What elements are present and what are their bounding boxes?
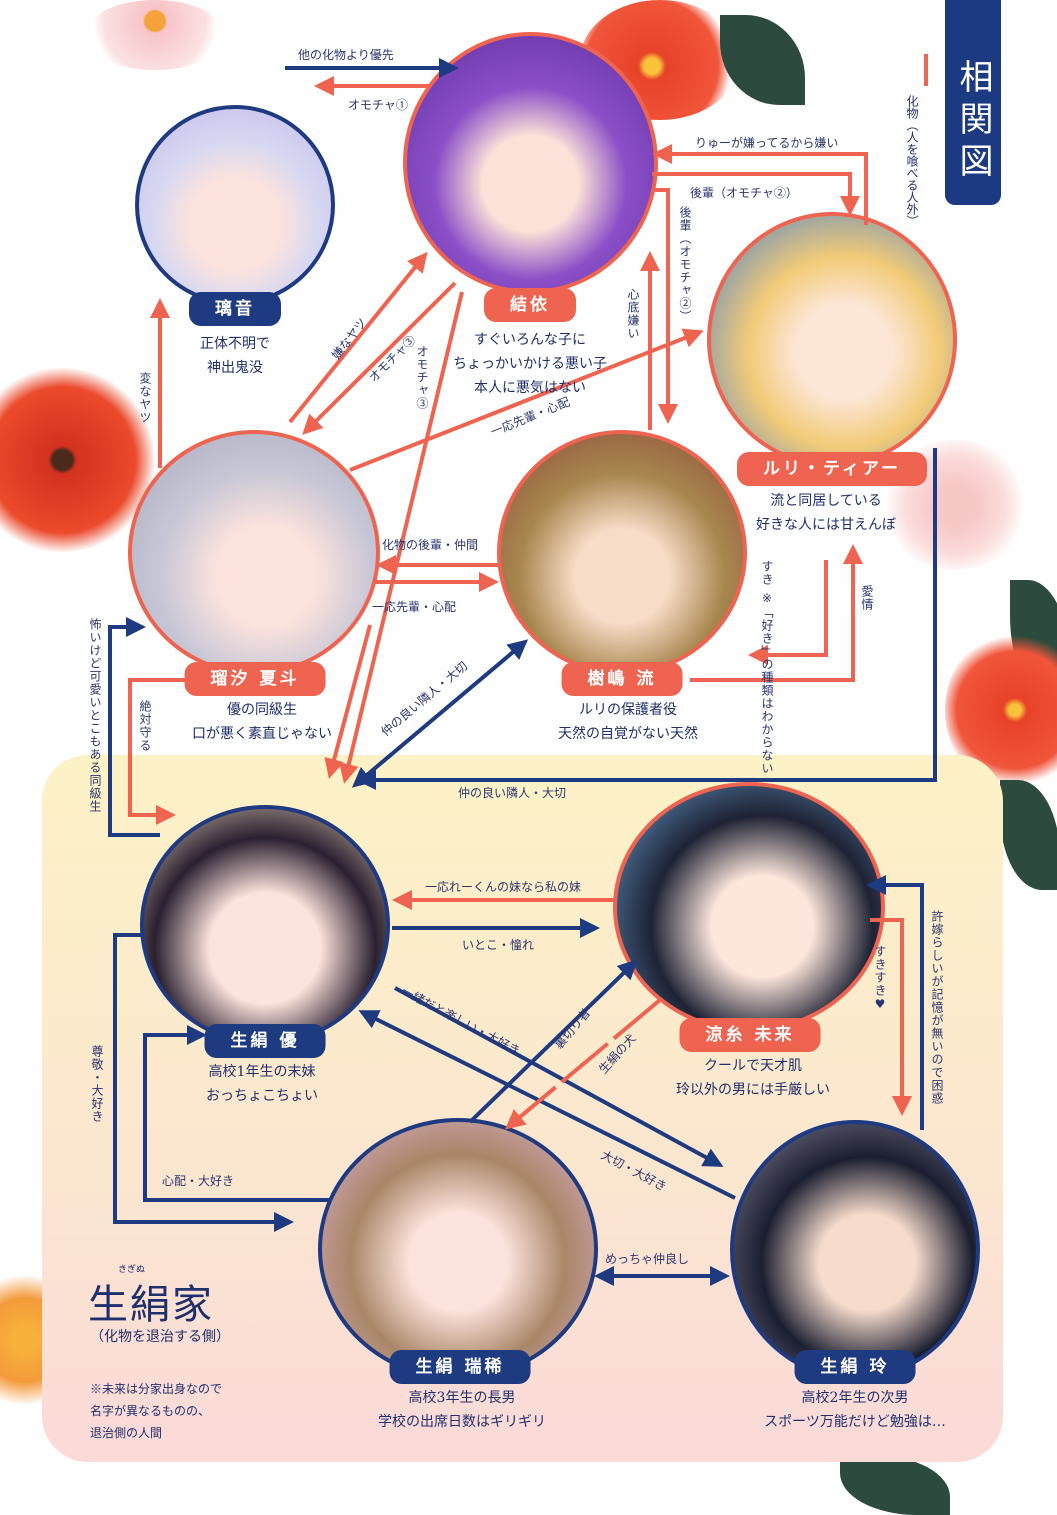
relation-label: 一応先輩・心配: [372, 600, 457, 614]
relation-label: 許嫁らしいが記憶が無いので困惑: [930, 910, 944, 1105]
portrait-rei: [730, 1120, 980, 1380]
family-name-ruby: きぎぬ: [118, 1265, 146, 1275]
arrow-yui-to-ryu: [655, 188, 678, 424]
desc-rei: 高校2年生の次男スポーツ万能だけど勉強は…: [764, 1390, 946, 1430]
relation-label: すき ※「好き」の種類はわからない: [760, 560, 774, 775]
arrow-ryu-yu-mutual: [351, 639, 529, 788]
arrow-ryu-to-ruri: [690, 544, 863, 682]
relation-label: 後輩（オモチャ②）: [690, 186, 798, 200]
arrow-natsuto-protect-yu: [128, 678, 205, 825]
relation-label: りゅーが嫌ってるから嫌い: [695, 136, 839, 150]
family-subtitle: （化物を退治する側）: [90, 1329, 230, 1345]
arrow-yu-to-natsuto: [108, 617, 160, 837]
name-badge-miku: 涼糸 未来: [679, 1018, 821, 1052]
name-badge-ruri: ルリ・ティアー: [737, 452, 927, 486]
name-badge-ryu: 樹嶋 流: [561, 662, 683, 696]
relation-label: 心配・大好き: [162, 1174, 235, 1188]
arrow-miku-to-mizuki: [504, 998, 662, 1130]
relation-label: 絶対守る: [138, 700, 152, 752]
desc-ruri: 流と同居している好きな人には甘えんぼ: [756, 493, 896, 533]
desc-yui: すぐいろんな子にちょっかいかける悪い子本人に悪気はない: [453, 332, 607, 396]
desc-mizuki: 高校3年生の長男学校の出席日数はギリギリ: [378, 1390, 546, 1430]
hibiscus-red-left-decoration: [0, 365, 155, 555]
name-badge-yu: 生絹 優: [204, 1024, 326, 1058]
family-note: ※未来は分家出身なので名字が異なるものの、退治側の人間: [90, 1382, 223, 1440]
desc-ryu: ルリの保護者役天然の自覚がない天然: [558, 702, 698, 742]
arrow-yui-to-natsuto: [302, 281, 457, 435]
legend-label: 化物（人を喰べる人外）: [905, 95, 919, 227]
name-badge-rei: 生絹 玲: [794, 1350, 916, 1384]
relation-label: 他の化物より優先: [298, 48, 394, 62]
arrow-yu-to-mizuki: [113, 933, 294, 1232]
arrow-yu-to-rei: [394, 986, 724, 1167]
relation-label: 尊敬・大好き: [90, 1045, 104, 1123]
relation-label: 変なヤツ: [138, 372, 152, 424]
name-badge-natsuto: 瑠汐 夏斗: [184, 662, 326, 696]
relation-label: 一応れーくんの妹なら私の妹: [425, 880, 582, 894]
relation-label: 化物の後輩・仲間: [382, 538, 479, 552]
arrow-miku-to-rei: [870, 918, 912, 1116]
name-badge-rion: 璃音: [189, 292, 281, 326]
hibiscus-pink-top-decoration: [85, 0, 225, 70]
family-name: 生絹家: [88, 1282, 214, 1328]
portrait-natsuto: [128, 430, 380, 675]
relation-label: 後輩（オモチャ②）: [678, 206, 692, 323]
arrow-ruri-to-yui: [652, 144, 868, 225]
name-badge-mizuki: 生絹 瑞稀: [389, 1350, 531, 1384]
relation-label: めっちゃ仲良し: [605, 1252, 690, 1266]
desc-rion: 正体不明で神出鬼没: [200, 336, 270, 376]
arrow-ruri-to-yu: [356, 448, 937, 790]
arrow-yui-to-ruri: [652, 172, 860, 216]
relation-label: すきすき♥: [873, 945, 887, 1012]
desc-yu: 高校1年生の末妹おっちょこちょい: [206, 1064, 318, 1104]
arrow-natsuto-to-yui: [288, 251, 428, 424]
arrow-rei-to-yu: [358, 1010, 736, 1200]
legend-color-swatch: [924, 54, 928, 86]
portrait-yu: [140, 805, 390, 1045]
page-title: 相関図: [945, 0, 1001, 205]
desc-natsuto: 優の同級生口が悪く素直じゃない: [192, 702, 332, 742]
relation-label: 愛情: [860, 585, 874, 611]
arrow-rei-to-miku: [866, 875, 924, 1130]
relation-label: 心底嫌い: [626, 288, 640, 340]
relation-label: オモチャ①: [348, 98, 408, 112]
arrow-mizuki-to-miku: [468, 959, 638, 1124]
arrow-mizuki-to-yu: [143, 1025, 330, 1202]
desc-miku: クールで天才肌玲以外の男には手厳しい: [676, 1058, 830, 1098]
relation-label: 怖いけど可愛いとこもある同級生: [88, 618, 102, 813]
relation-label: オモチャ③: [415, 345, 429, 410]
portrait-miku: [613, 782, 885, 1032]
portrait-ryu: [497, 430, 747, 675]
arrow-natsuto-to-ruri: [349, 328, 704, 472]
relation-label: 仲の良い隣人・大切: [458, 786, 567, 800]
relation-label: いとこ・憧れ: [462, 938, 535, 952]
arrow-ruri-to-ryu: [748, 560, 828, 665]
portrait-mizuki: [318, 1118, 598, 1380]
name-badge-yui: 結依: [484, 288, 576, 322]
